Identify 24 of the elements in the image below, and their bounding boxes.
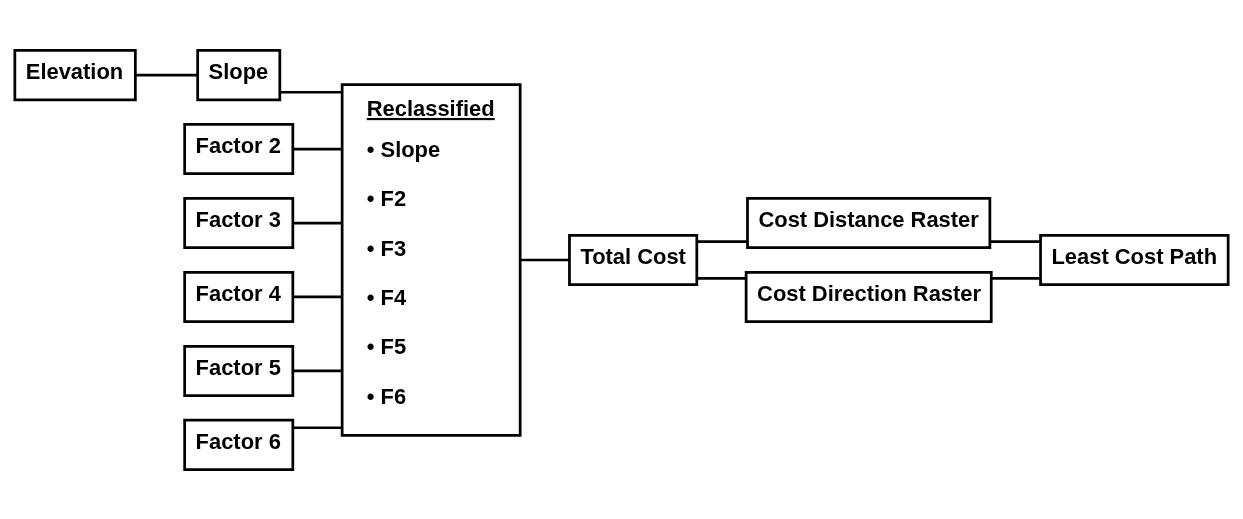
connector — [292, 369, 343, 372]
node-box: Least Cost Path — [1039, 233, 1230, 286]
connector — [292, 425, 343, 429]
connector — [135, 73, 198, 76]
connector — [292, 295, 343, 298]
node-box: Reclassified • Slope • F2 • F3 • F4 • F5 • F6 — [340, 82, 522, 437]
node-box: Cost Direction Raster — [744, 270, 993, 323]
node-box: Elevation — [13, 48, 137, 101]
node-box: Factor 4 — [183, 270, 295, 323]
connector — [990, 239, 1041, 243]
connector — [280, 90, 343, 94]
connector — [292, 147, 343, 150]
node-box: Factor 6 — [183, 418, 295, 471]
node-box: Factor 5 — [183, 344, 295, 397]
connector — [991, 276, 1041, 280]
node-box: Cost Distance Raster — [746, 196, 992, 249]
node-box: Total Cost — [568, 233, 699, 286]
connector — [520, 258, 570, 261]
node-box: Factor 3 — [183, 196, 295, 249]
node-box: Slope — [196, 48, 282, 101]
connector — [696, 276, 746, 280]
connector — [696, 239, 748, 243]
connector — [292, 221, 343, 224]
node-box: Factor 2 — [183, 122, 295, 175]
